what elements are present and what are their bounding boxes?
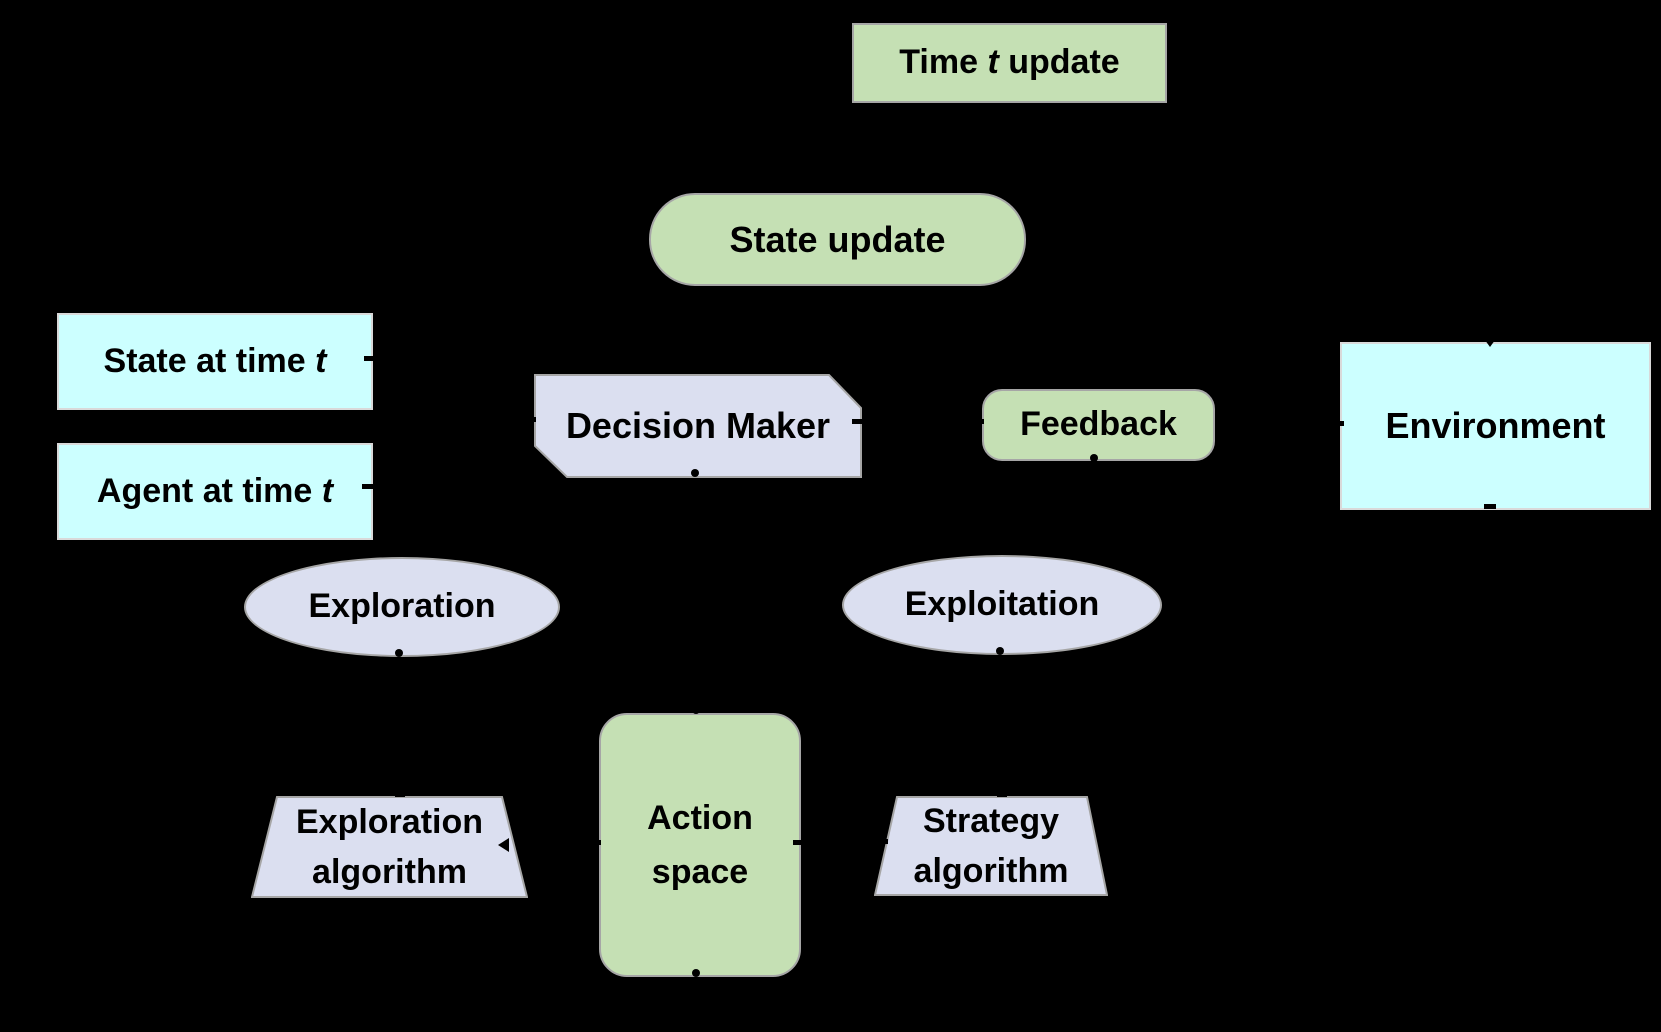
connector-stub — [691, 469, 699, 477]
strategy-algorithm-shape — [874, 796, 1108, 896]
node-environment: Environment — [1340, 342, 1651, 510]
connector-stub — [793, 840, 803, 845]
node-state-update-label: State update — [729, 218, 946, 260]
node-action-space-line1: Action — [647, 799, 753, 837]
node-strategy-algorithm-label: Strategy algorithm — [913, 802, 1069, 890]
connector-stub — [364, 356, 376, 361]
connector-stub — [1090, 454, 1098, 462]
connector-stub — [996, 647, 1004, 655]
node-exploration-algorithm: Exploration algorithm — [251, 796, 528, 898]
connector-stub — [830, 186, 840, 191]
node-exploration: Exploration — [244, 557, 560, 657]
connector-stub — [395, 792, 405, 797]
connector-stub — [972, 419, 984, 424]
connector-stub — [692, 706, 700, 714]
node-decision-maker: Decision Maker — [534, 374, 862, 478]
connector-stub — [524, 417, 536, 422]
connector-stub — [1484, 504, 1496, 509]
node-exploration-algorithm-label: Exploration algorithm — [295, 803, 484, 891]
decision-maker-shape — [534, 374, 862, 478]
connector-stub-arrow-icon — [638, 230, 649, 244]
connector-stub — [1332, 421, 1344, 426]
node-strategy-algorithm: Strategy algorithm — [874, 796, 1108, 896]
connector-stub — [876, 839, 888, 844]
connector-stub — [997, 792, 1007, 797]
node-time-update-label: Time t update — [899, 43, 1120, 82]
connector-stub — [692, 969, 700, 977]
node-agent-at-time-t-label: Agent at time t — [96, 471, 334, 510]
connector-stub — [395, 649, 403, 657]
connector-stub — [852, 419, 864, 424]
exploration-algorithm-shape — [251, 796, 528, 898]
node-agent-at-time-t: Agent at time t — [57, 443, 373, 540]
connector-stub-arrow-icon — [1482, 336, 1498, 347]
connector-stub — [362, 484, 374, 489]
node-state-at-time-t: State at time t — [57, 313, 373, 410]
node-environment-label: Environment — [1385, 405, 1606, 447]
node-exploration-label: Exploration — [308, 587, 496, 626]
node-time-update: Time t update — [852, 23, 1167, 103]
node-action-space-line2: space — [651, 853, 749, 891]
node-action-space: Action space — [599, 713, 801, 977]
connector-stub-arrow-icon — [498, 838, 509, 852]
node-exploitation-label: Exploitation — [904, 585, 1100, 624]
node-feedback: Feedback — [982, 389, 1215, 461]
node-state-at-time-t-label: State at time t — [103, 341, 327, 380]
node-exploitation: Exploitation — [842, 555, 1162, 655]
node-decision-maker-label: Decision Maker — [565, 405, 831, 446]
node-feedback-label: Feedback — [1020, 405, 1177, 444]
node-state-update: State update — [649, 193, 1026, 286]
connector-stub — [591, 840, 601, 845]
